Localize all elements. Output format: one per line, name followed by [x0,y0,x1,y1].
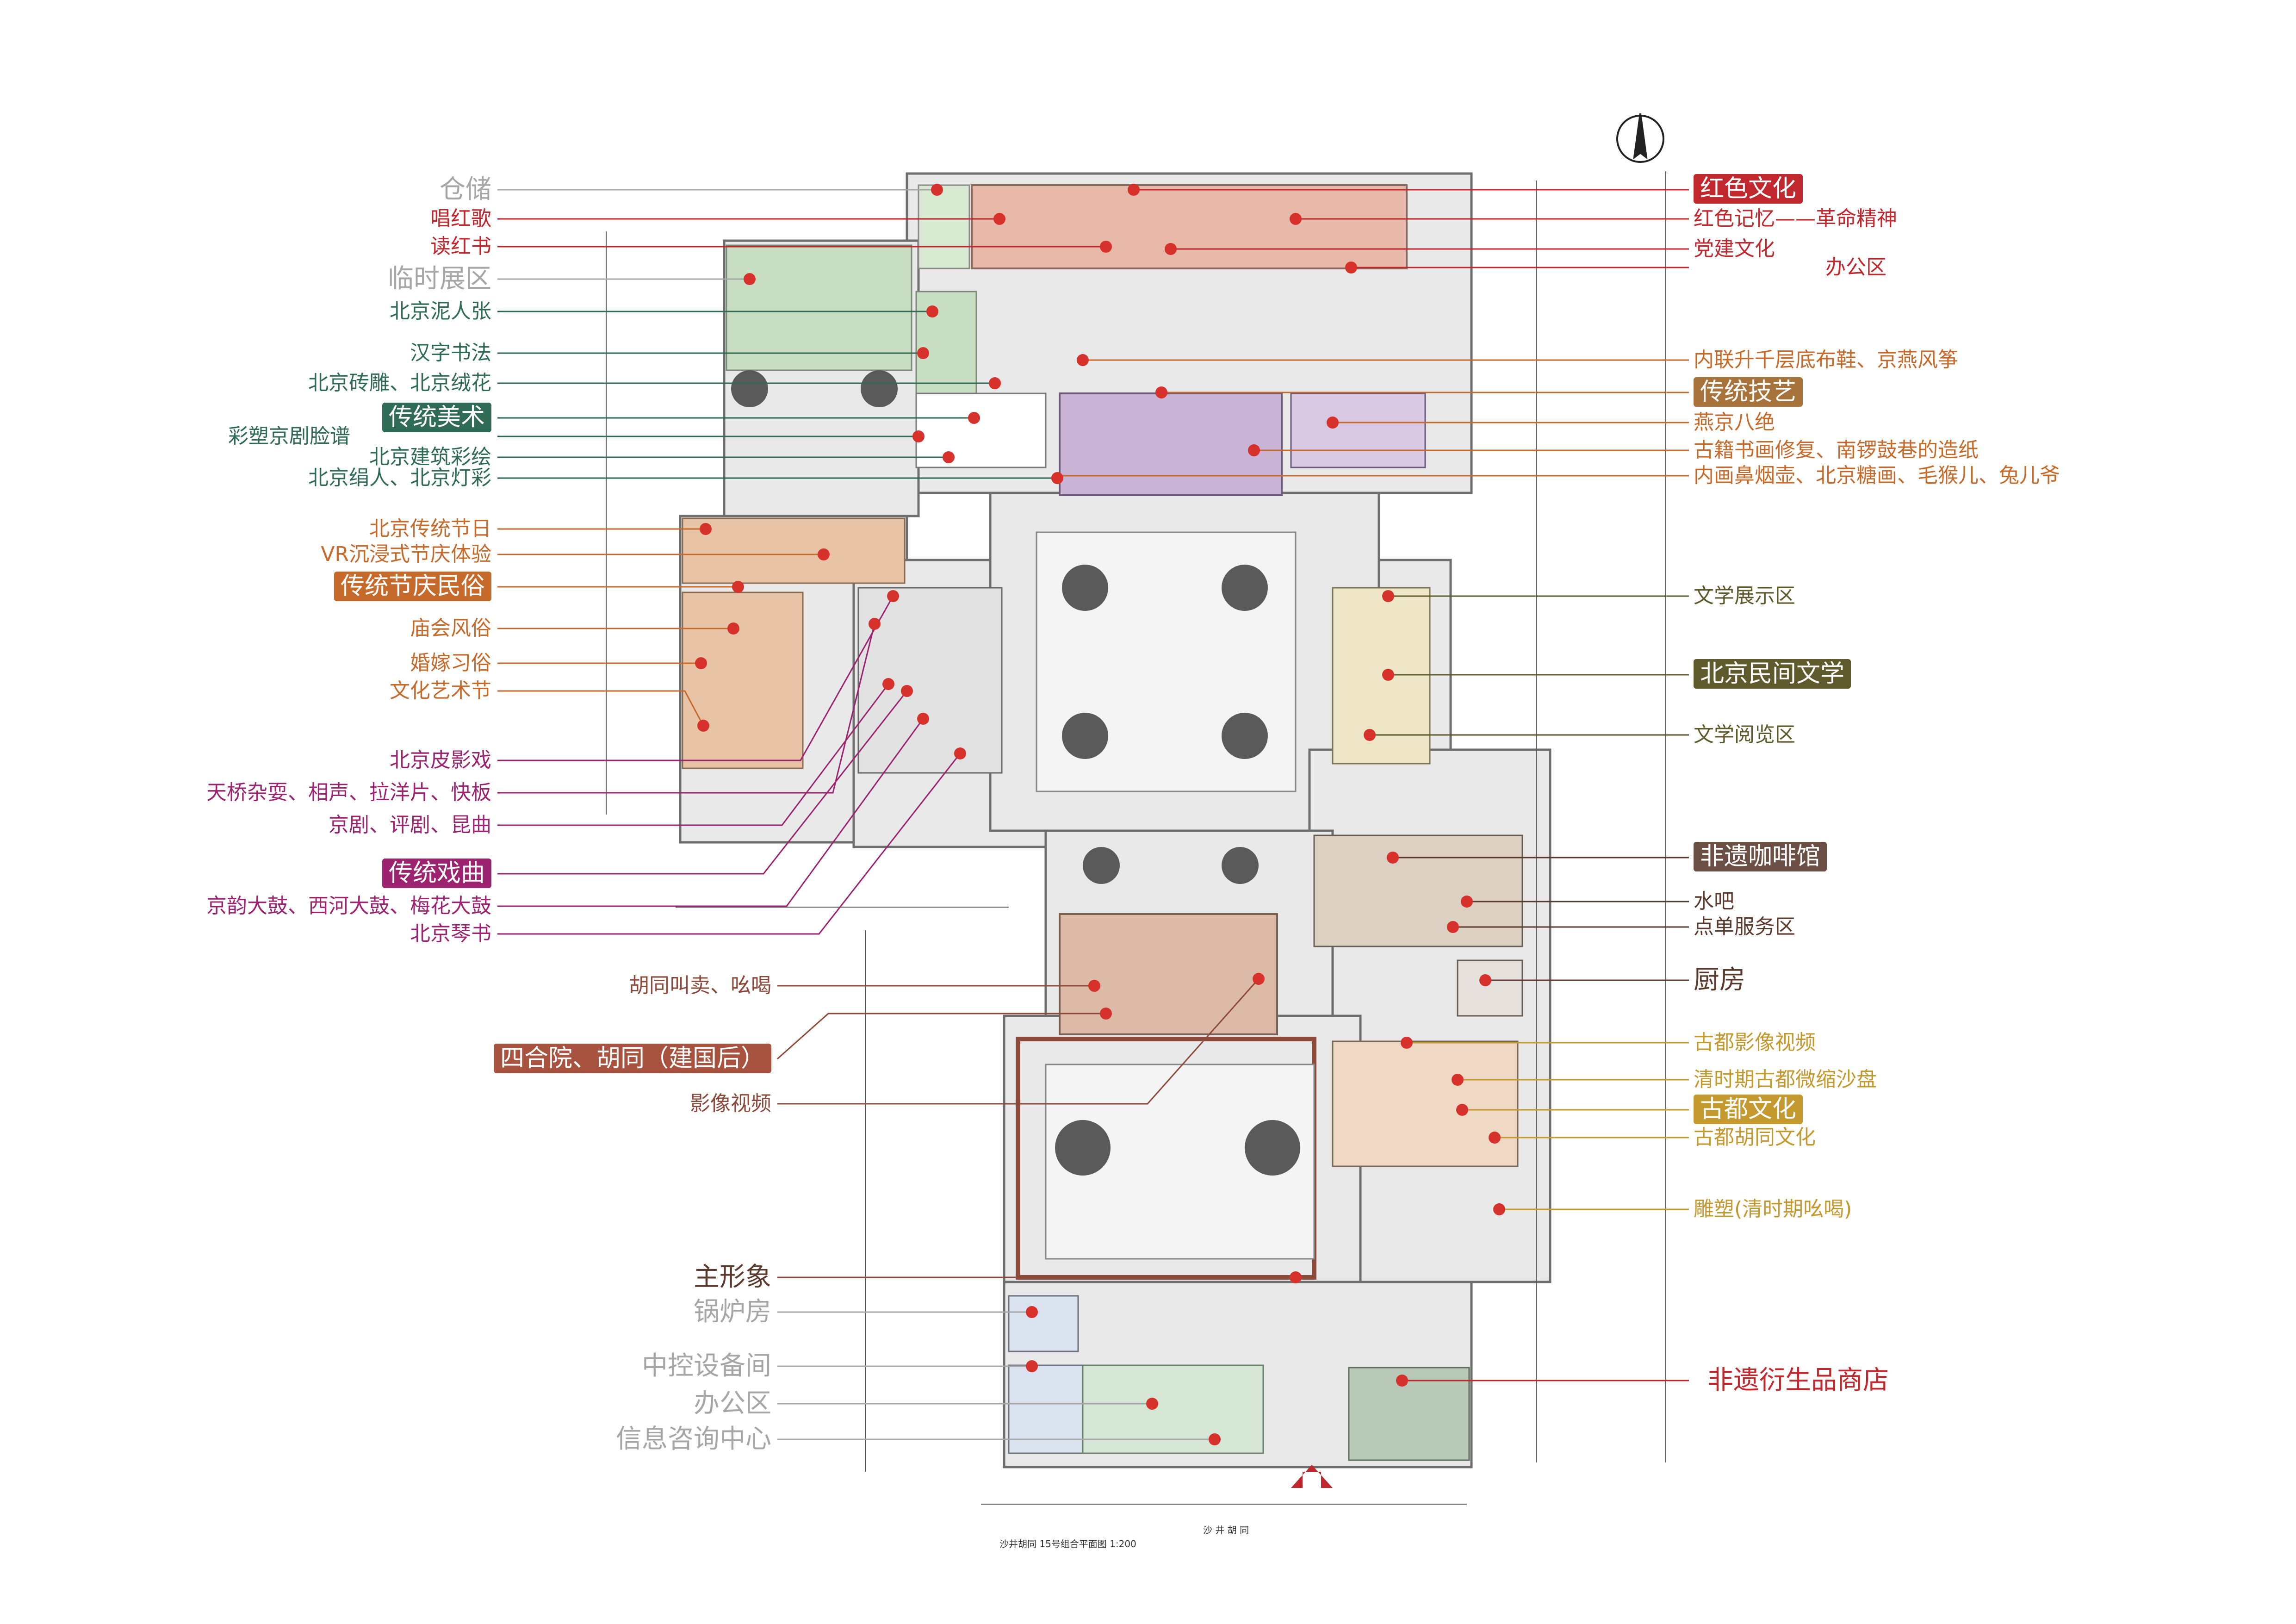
label-miaohui: 庙会风俗 [410,616,491,640]
zone-siheyuan [1059,913,1278,1035]
label-vr: VR沉浸式节庆体验 [321,542,491,566]
courtyard-trees [731,370,1300,1176]
label-zhuandiao: 北京砖雕、北京绒花 [308,371,491,395]
label-nirenzhang: 北京泥人张 [390,299,491,323]
zone-temp-exhibit [726,244,977,394]
label-siheyuan: 四合院、胡同（建国后） [493,1044,771,1073]
label-jingyun: 京韵大鼓、西河大鼓、梅花大鼓 [206,894,491,918]
label-tianqiao: 天桥杂耍、相声、拉洋片、快板 [206,781,491,804]
label-hongsewenhua: 红色文化 [1694,174,1803,204]
label-guolufang: 锅炉房 [694,1297,771,1327]
label-hutongwenhua: 古都胡同文化 [1694,1126,1816,1149]
label-jieqingminsu: 传统节庆民俗 [334,572,491,601]
label-bangongqu-right: 办公区 [1825,255,1886,279]
label-guduyingxiang: 古都影像视频 [1694,1031,1816,1054]
label-shapan: 清时期古都微缩沙盘 [1694,1068,1877,1091]
label-neihua: 内画鼻烟壶、北京糖画、毛猴儿、兔儿爷 [1694,464,2060,487]
label-wenxuezhanshi: 文学展示区 [1694,584,1795,608]
marker-dots [695,184,1505,1445]
label-dangjian: 党建文化 [1694,237,1775,261]
label-chuantongxiqu: 传统戏曲 [382,859,491,888]
label-guduwenhua: 古都文化 [1694,1095,1803,1124]
label-shufa: 汉字书法 [410,341,491,365]
label-qinshu: 北京琴书 [410,922,491,946]
north-arrow-icon [1616,113,1664,163]
zone-traditional-arts [915,392,1047,468]
label-chufang: 厨房 [1694,965,1745,995]
entrance-arrow-icon [1291,1465,1333,1488]
plan-caption: 沙井胡同 15号组合平面图 1:200 [999,1538,1136,1549]
zone-literature [1332,587,1431,765]
zone-craft-room [1290,392,1426,468]
zone-shop [1348,1367,1470,1461]
label-jieri: 北京传统节日 [369,517,491,541]
label-guji: 古籍书画修复、南锣鼓巷的造纸 [1694,438,1979,462]
label-caihui: 北京建筑彩绘 [369,445,491,469]
label-diaosu: 雕塑(清时期吆喝) [1694,1197,1852,1221]
label-kafeiguan: 非遗咖啡馆 [1694,842,1827,871]
label-jiaomai: 胡同叫卖、吆喝 [629,974,771,997]
label-piyingxi: 北京皮影戏 [390,748,491,772]
zone-entry-rooms [1008,1295,1084,1454]
label-zixun: 信息咨询中心 [616,1424,771,1454]
label-linshizhanqu: 临时展区 [388,264,491,294]
leader-lines-left [497,189,1296,1440]
zone-red-culture [971,184,1408,269]
label-lianpu: 彩塑京剧脸谱 [228,424,350,448]
label-zhuxingxiang: 主形象 [694,1262,771,1292]
label-jingju: 京剧、评剧、昆曲 [329,813,491,837]
zone-kitchen [1457,959,1523,1017]
label-chuantongjiyi: 传统技艺 [1694,377,1803,407]
label-hongsejiyi: 红色记忆——革命精神 [1694,207,1897,230]
label-duhongshu: 读红书 [430,235,491,258]
label-diandan: 点单服务区 [1694,915,1795,939]
label-minjianwenxue: 北京民间文学 [1694,659,1851,689]
dimension-lines [606,171,1666,1505]
label-bubuxie: 内联升千层底布鞋、京燕风筝 [1694,348,1958,372]
zone-cafe [1313,834,1523,947]
zone-craft-pavilion [1059,392,1283,496]
label-yanjing: 燕京八绝 [1694,411,1775,434]
zone-info-center [1082,1364,1264,1454]
label-chuantongmeishu: 传统美术 [382,403,491,432]
street-name: 沙 井 胡 同 [1203,1524,1249,1536]
label-juanren: 北京绢人、北京灯彩 [308,466,491,490]
label-hunjia: 婚嫁习俗 [410,651,491,675]
leader-lines-right [1057,189,1689,1381]
label-wenxueyuelan: 文学阅览区 [1694,723,1795,747]
label-zhongkong: 中控设备间 [642,1351,771,1381]
label-bangongqu-left: 办公区 [694,1388,771,1419]
label-wenyijie: 文化艺术节 [390,679,491,703]
zone-festival [682,517,906,769]
zone-ancient-capital [1332,1040,1519,1167]
label-changhongge: 唱红歌 [430,207,491,230]
label-shuiba: 水吧 [1694,890,1734,913]
zone-storage [918,184,970,269]
zone-opera [857,587,1003,774]
label-cangchu: 仓储 [440,174,491,205]
label-yingxiang: 影像视频 [690,1092,771,1115]
label-shangdian: 非遗衍生品商店 [1707,1365,1889,1395]
